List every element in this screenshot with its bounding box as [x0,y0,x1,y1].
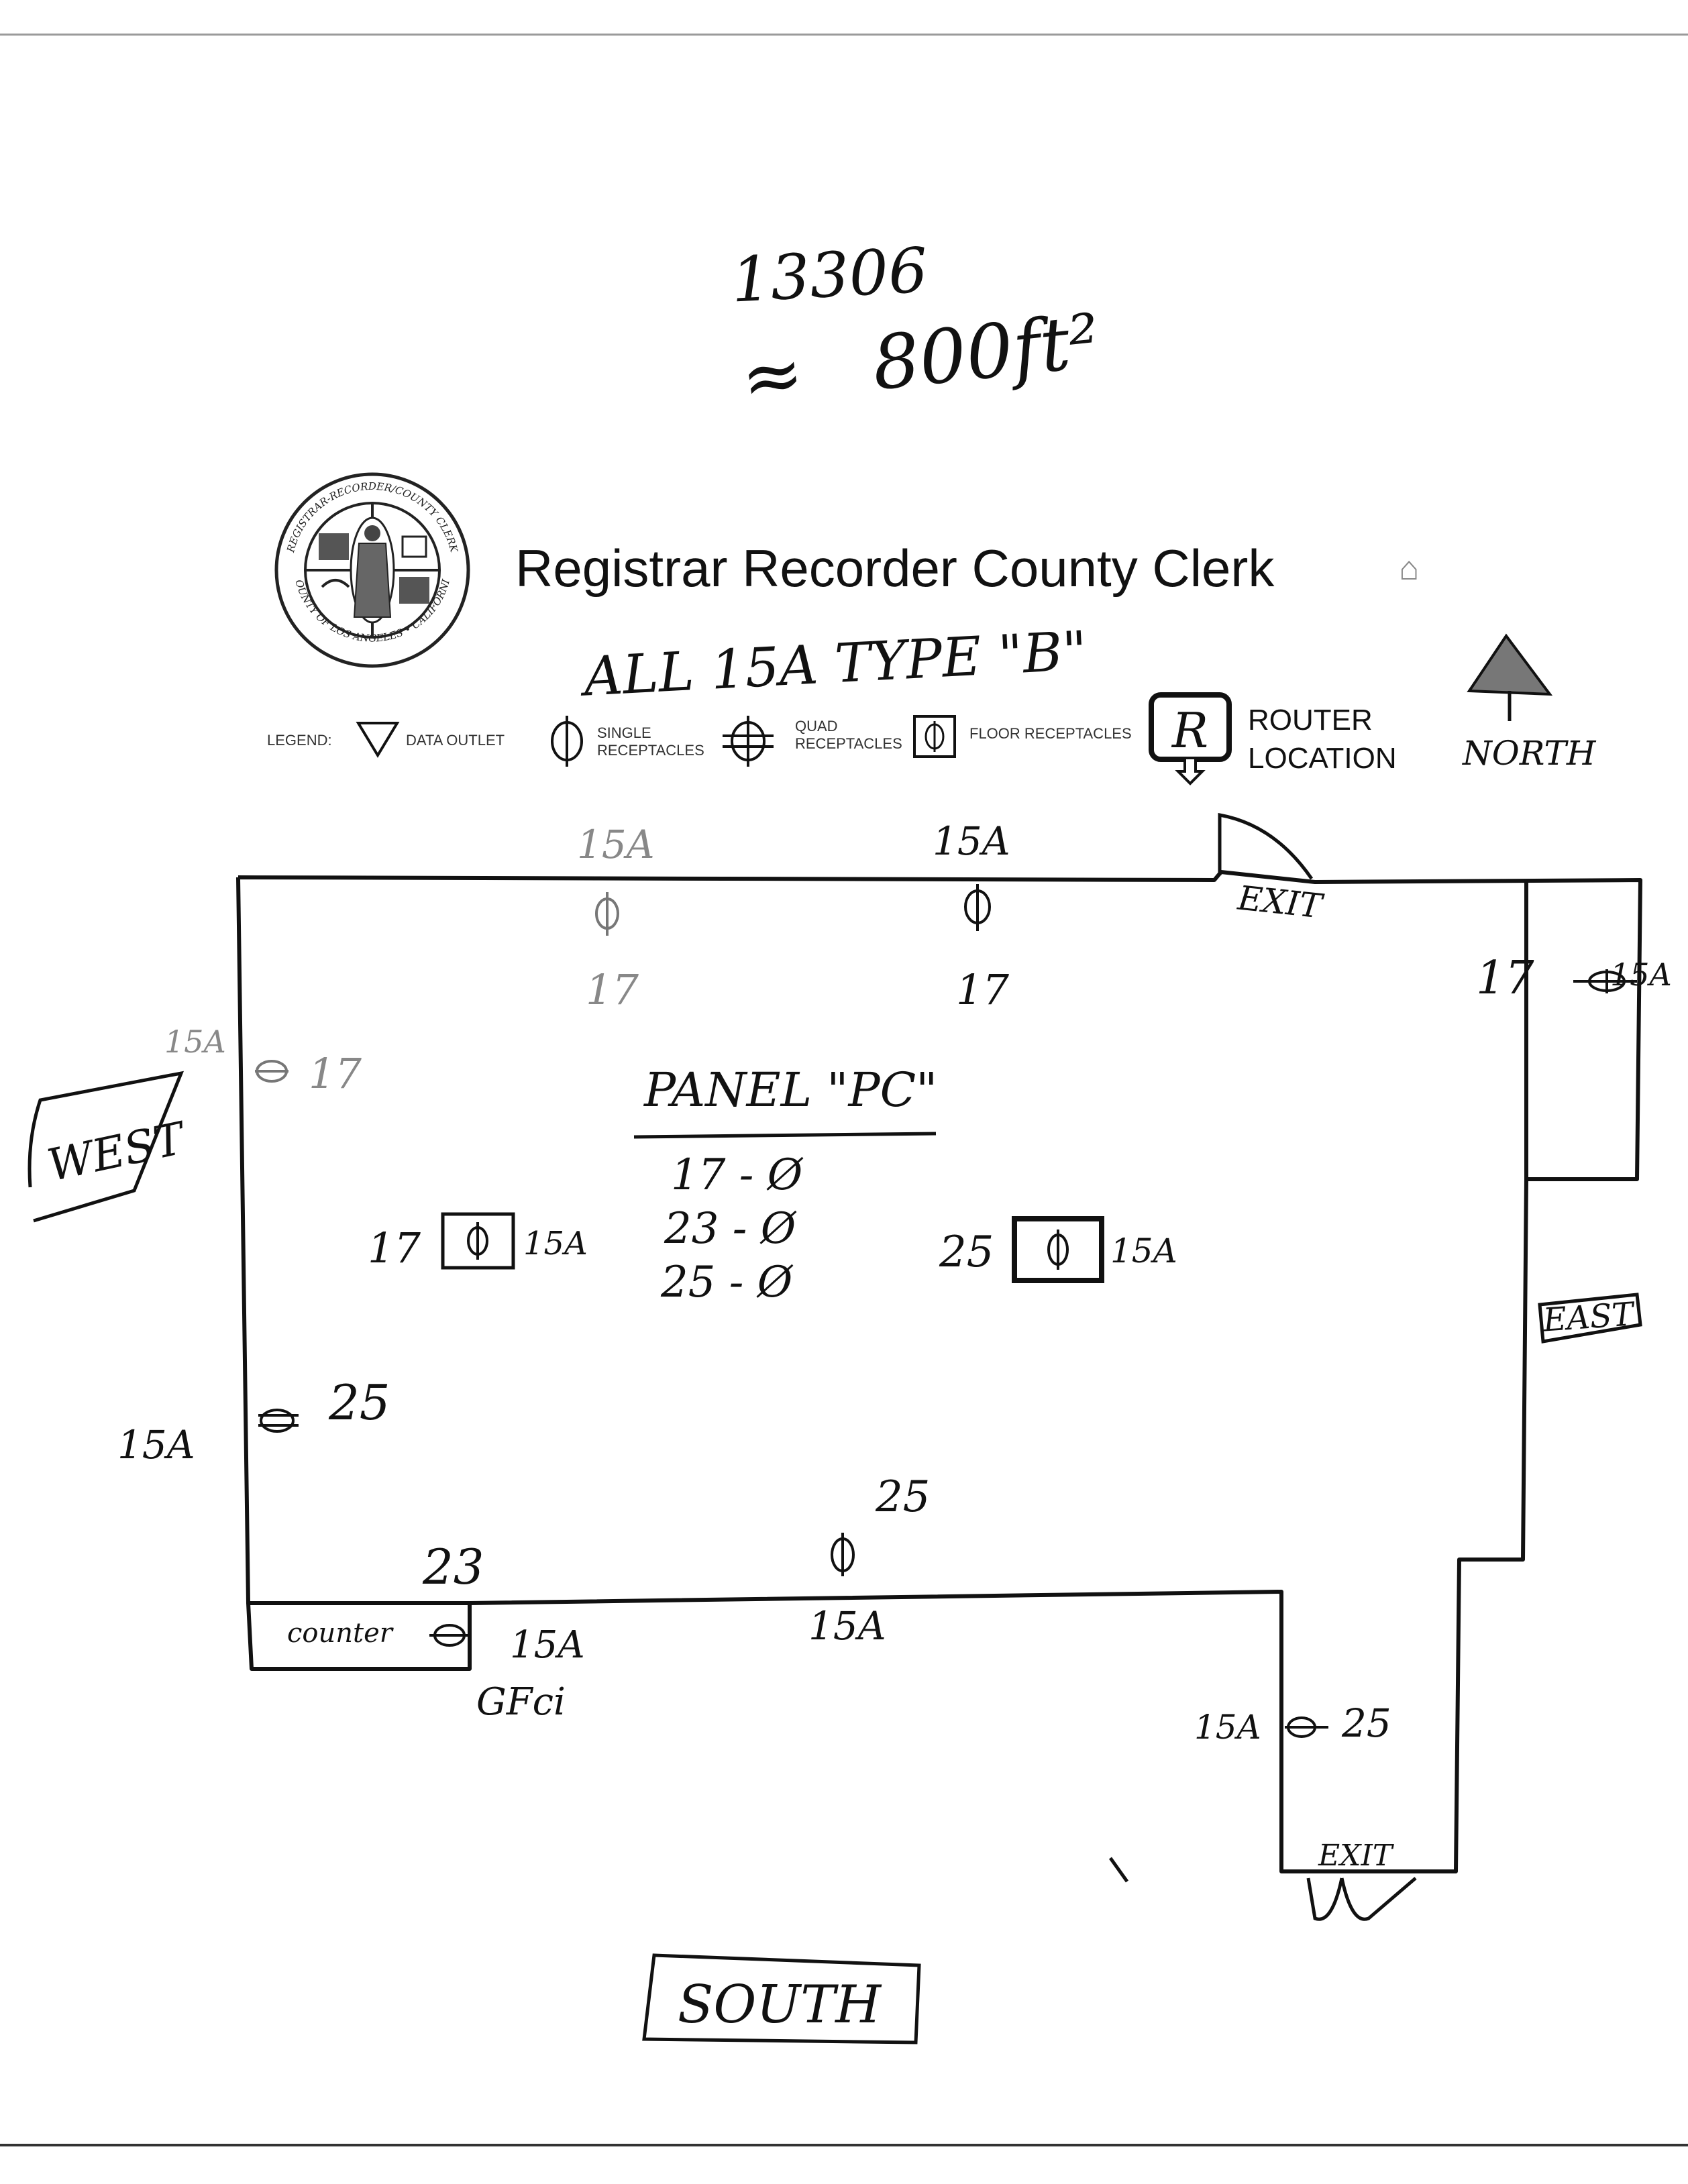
circuit-floor-2: 25 [939,1227,994,1277]
panel-title: PANEL "PC" [644,1062,938,1117]
south-label: SOUTH [678,1975,882,2035]
receptacle-southeast-1 [1285,1716,1328,1738]
receptacle-west-2 [258,1409,299,1433]
circuit-floor-1: 17 [368,1223,421,1272]
east-label: EAST [1542,1295,1635,1340]
panel-circuit-17: 17 - Ø [671,1150,803,1200]
north-label: NORTH [1463,734,1596,773]
circuit-west-2: 25 [329,1374,390,1431]
amp-counter-1: 15A [510,1623,585,1667]
circuit-east-1: 17 [1476,952,1534,1005]
quad-receptacle-icon [723,716,774,767]
north-arrow-icon [1467,633,1553,721]
receptacle-north-1 [595,892,619,936]
circuit-southeast-1: 25 [1342,1700,1391,1746]
single-receptacle-icon [551,716,583,767]
gfci-label: GFci [476,1680,566,1724]
circuit-north-1: 17 [586,965,639,1014]
amp-floor-1: 15A [523,1225,588,1262]
top-border-line [0,34,1688,36]
panel-circuit-25: 25 - Ø [661,1258,793,1307]
bottom-border-line [0,2144,1688,2146]
svg-text:R: R [1171,702,1208,759]
circuit-north-2: 17 [956,965,1009,1014]
amp-floor-2: 15A [1110,1232,1177,1270]
legend-floor: FLOOR RECEPTACLES [969,725,1132,742]
legend-label: LEGEND: [267,732,332,749]
panel-circuit-23: 23 - Ø [664,1204,796,1254]
legend-router: ROUTER LOCATION [1248,704,1397,775]
amp-north-2: 15A [933,818,1010,864]
amp-east-1: 15A [1610,957,1672,993]
amp-north-1: 15A [577,822,655,867]
county-seal: REGISTRAR-RECORDER/COUNTY CLERK COUNTY O… [268,470,470,668]
exit-label-south: EXIT [1318,1839,1393,1873]
legend-data-outlet: DATA OUTLET [406,732,505,749]
receptacle-south-1 [831,1533,855,1576]
receptacle-west-1 [255,1060,288,1083]
agency-title: Registrar Recorder County Clerk [515,539,1275,598]
circuit-counter-1: 23 [423,1539,484,1595]
amp-west-1: 15A [164,1024,226,1060]
receptacles [255,884,1637,1738]
counter-label: counter [287,1618,392,1649]
legend-single: SINGLE RECEPTACLES [597,724,704,759]
floor-receptacle-1 [441,1212,515,1270]
home-icon: ⌂ [1399,549,1420,587]
exit-label-north: EXIT [1236,878,1324,926]
circuit-south-1: 25 [876,1472,931,1522]
floor-receptacle-icon [913,715,956,758]
amp-south-1: 15A [808,1603,886,1649]
amp-southeast-1: 15A [1194,1708,1261,1747]
floor-receptacle-2 [1012,1216,1104,1283]
amp-west-2: 15A [117,1422,195,1468]
circuit-west-1: 17 [309,1049,362,1098]
receptacle-counter-1 [429,1624,470,1647]
triangle-down-icon [356,722,400,758]
receptacle-east-1 [1573,969,1637,993]
legend-quad: QUAD RECEPTACLES [795,718,902,753]
receptacle-north-2 [964,884,991,931]
router-icon: R [1149,692,1232,785]
